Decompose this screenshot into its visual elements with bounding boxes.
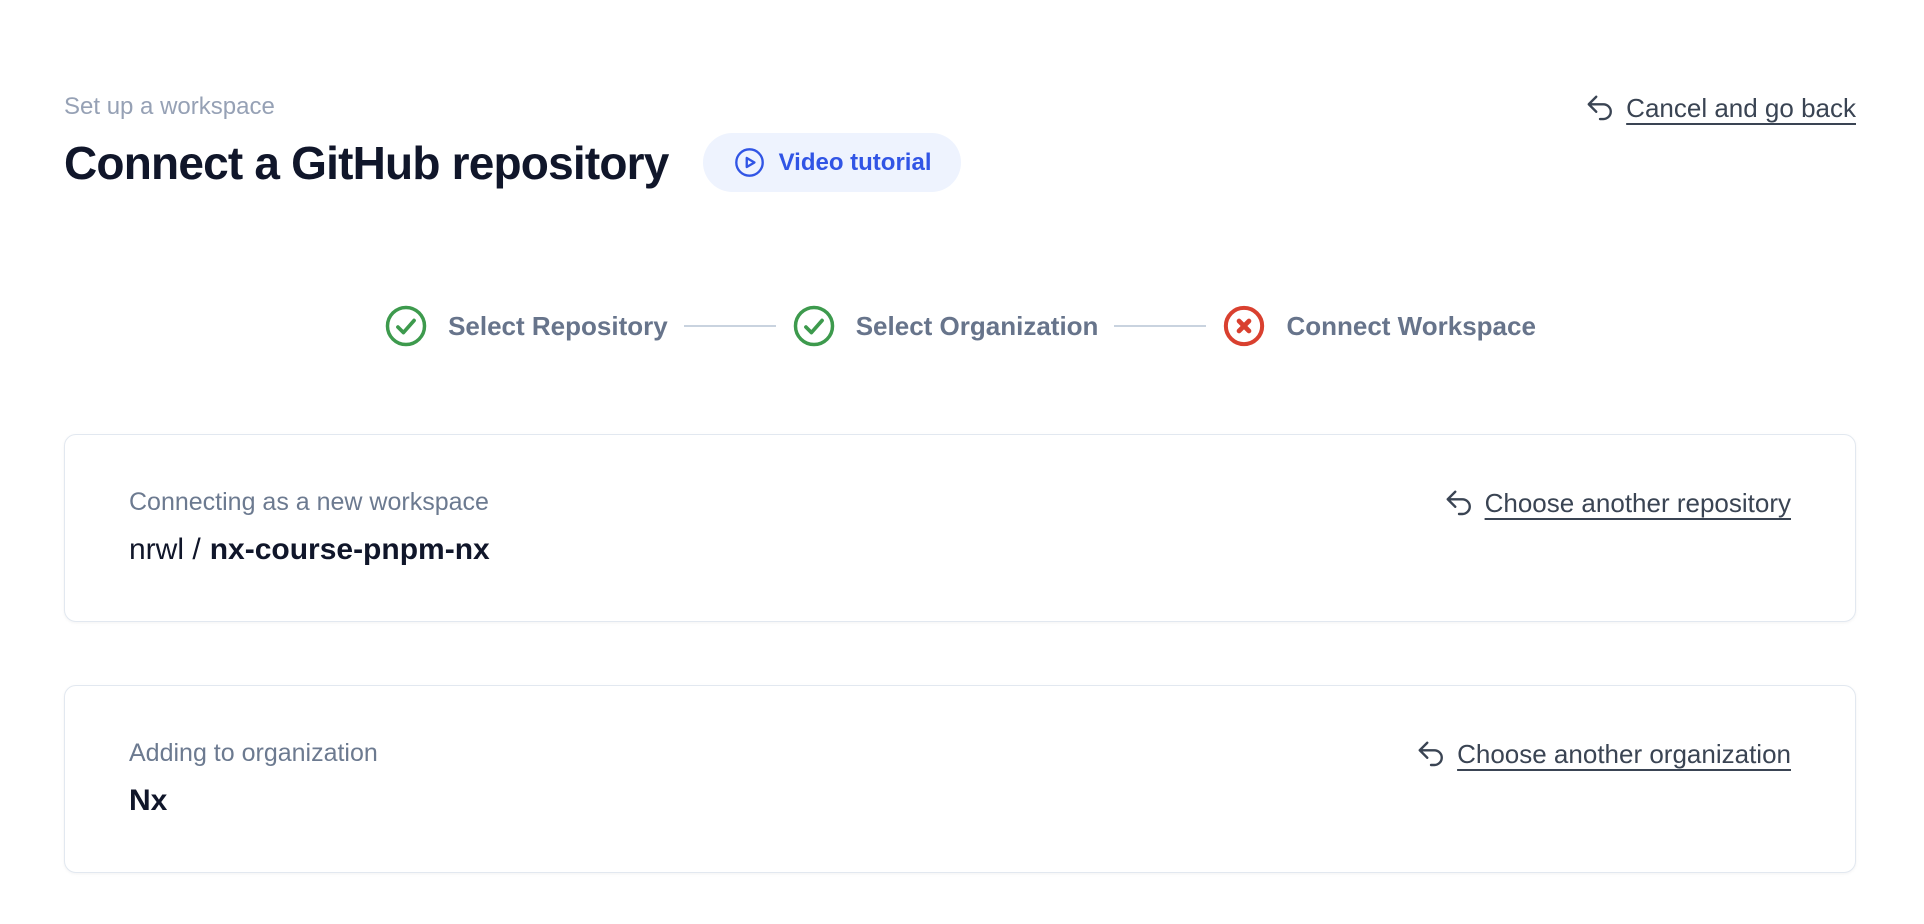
step-connect-workspace: Connect Workspace — [1222, 304, 1536, 348]
step-label-select-organization: Select Organization — [855, 310, 1099, 341]
check-circle-icon — [792, 304, 836, 348]
progress-stepper: Select Repository Select Organization Co… — [64, 304, 1856, 348]
step-label-connect-workspace: Connect Workspace — [1286, 310, 1536, 341]
cancel-and-go-back-link[interactable]: Cancel and go back — [1585, 92, 1856, 124]
video-tutorial-label: Video tutorial — [778, 148, 932, 176]
choose-another-repository-link[interactable]: Choose another repository — [1444, 487, 1791, 519]
repository-name: nx-course-pnpm-nx — [209, 533, 490, 566]
step-select-organization: Select Organization — [792, 304, 1099, 348]
choose-another-organization-link[interactable]: Choose another organization — [1416, 738, 1791, 770]
page-header: Set up a workspace Connect a GitHub repo… — [64, 0, 1856, 192]
step-connector — [1114, 325, 1207, 327]
choose-another-repository-label: Choose another repository — [1484, 488, 1791, 518]
header-titles: Set up a workspace Connect a GitHub repo… — [64, 92, 962, 192]
step-label-select-repository: Select Repository — [448, 310, 668, 341]
cancel-and-go-back-label: Cancel and go back — [1626, 93, 1856, 123]
repository-full-name: nrwl / nx-course-pnpm-nx — [129, 531, 490, 569]
organization-card-label: Adding to organization — [129, 739, 378, 767]
organization-name-value: Nx — [129, 782, 378, 820]
eyebrow-label: Set up a workspace — [64, 93, 275, 120]
x-circle-icon — [1222, 304, 1266, 348]
play-circle-icon — [733, 146, 766, 179]
undo-arrow-icon — [1444, 488, 1474, 518]
check-circle-icon — [384, 304, 428, 348]
undo-arrow-icon — [1585, 93, 1615, 123]
undo-arrow-icon — [1416, 739, 1446, 769]
repository-card-label: Connecting as a new workspace — [129, 488, 489, 516]
repository-card-info: Connecting as a new workspace nrwl / nx-… — [129, 487, 490, 569]
organization-name: Nx — [129, 784, 168, 817]
video-tutorial-button[interactable]: Video tutorial — [702, 133, 962, 192]
choose-another-organization-label: Choose another organization — [1457, 739, 1791, 769]
repository-owner: nrwl / — [129, 533, 201, 566]
page-title: Connect a GitHub repository — [64, 136, 669, 189]
organization-card-info: Adding to organization Nx — [129, 738, 378, 820]
step-connector — [683, 325, 776, 327]
repository-card: Connecting as a new workspace nrwl / nx-… — [64, 434, 1856, 622]
organization-card: Adding to organization Nx Choose another… — [64, 685, 1856, 873]
title-row: Connect a GitHub repository Video tutori… — [64, 133, 962, 192]
setup-workspace-page: Set up a workspace Connect a GitHub repo… — [64, 0, 1856, 873]
step-select-repository: Select Repository — [384, 304, 668, 348]
